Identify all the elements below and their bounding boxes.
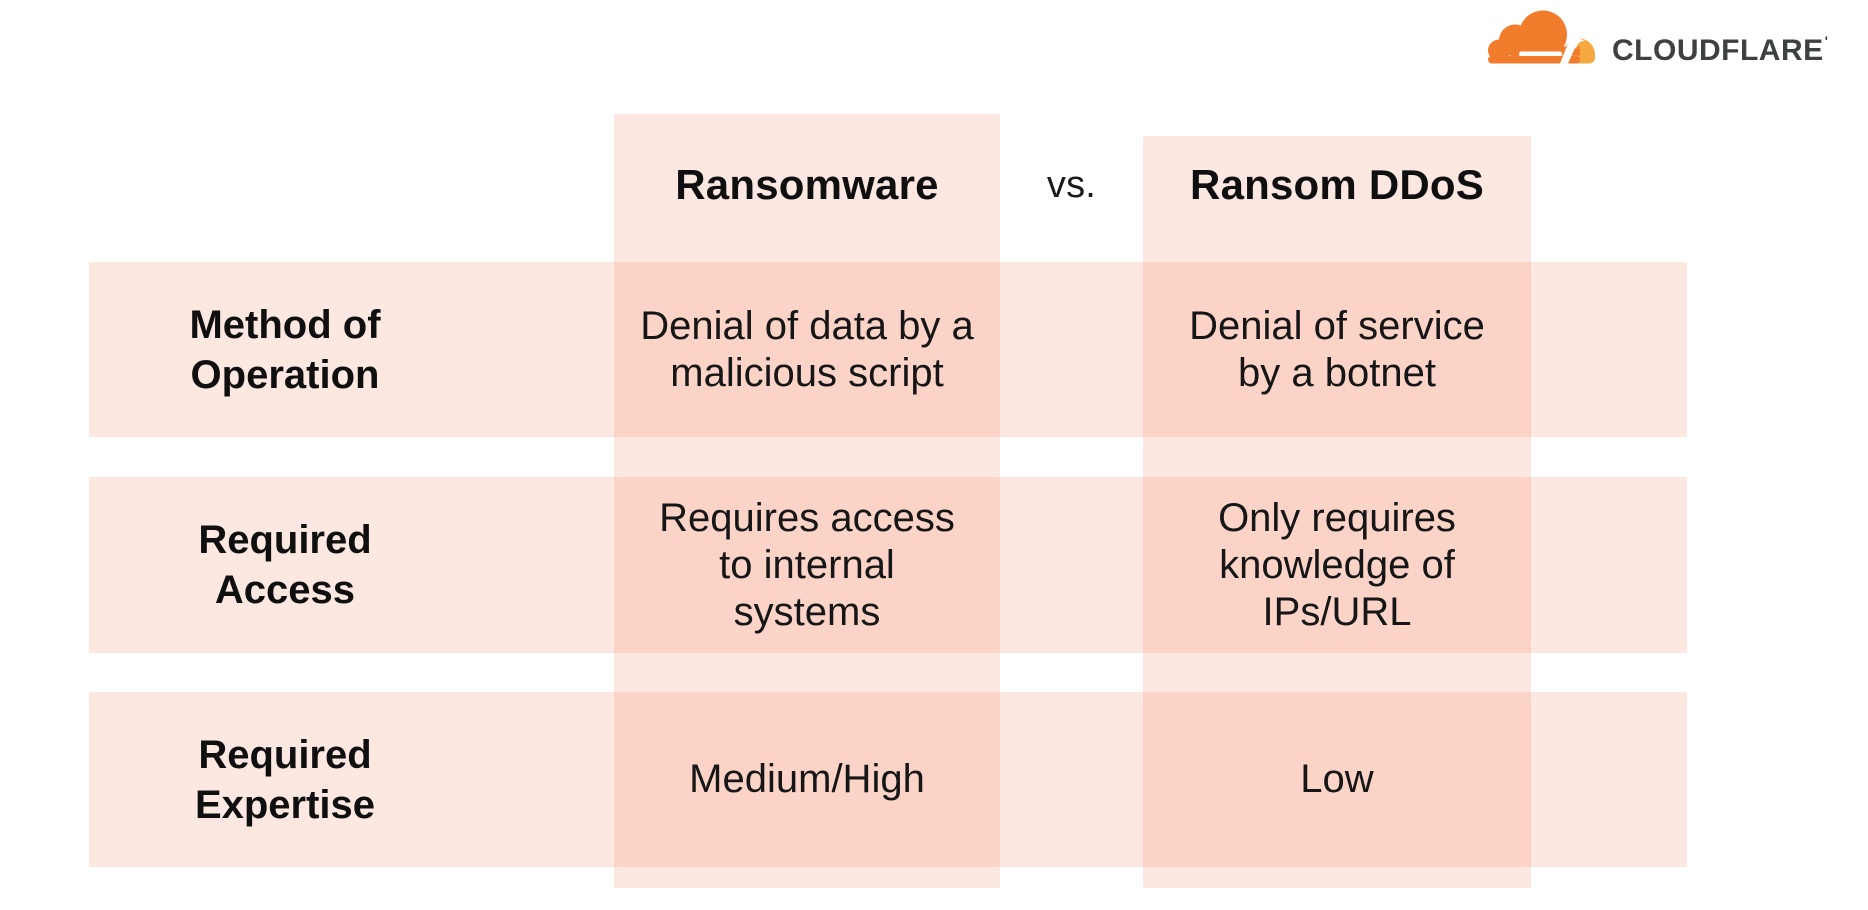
- cloudflare-logo: CLOUDFLARE': [1488, 7, 1829, 67]
- ransom-ddos-column-band: [1143, 136, 1531, 888]
- column-header-ransomware: Ransomware: [675, 161, 939, 208]
- cell-access-ransomware: Requires access to internal systems: [659, 495, 955, 634]
- row-label-required-expertise: Required Expertise: [194, 732, 376, 827]
- row-band-method-of-operation: [89, 262, 1687, 437]
- cell-access-ransom-ddos: Only requires knowledge of IPs/URL: [1218, 495, 1456, 634]
- cloudflare-cloud-icon: [1488, 10, 1595, 64]
- row-band-required-expertise: [89, 692, 1687, 867]
- cloudflare-wordmark-text: CLOUDFLARE: [1612, 34, 1824, 67]
- cloudflare-wordmark: CLOUDFLARE': [1612, 33, 1829, 67]
- versus-label: vs.: [1046, 163, 1097, 206]
- row-label-required-access: Required Access: [198, 518, 372, 612]
- ransomware-column-band: [614, 114, 1000, 888]
- cell-method-ransom-ddos: Denial of service by a botnet: [1189, 303, 1485, 395]
- cell-method-ransomware: Denial of data by a malicious script: [640, 303, 974, 395]
- cell-expertise-ransomware: Medium/High: [689, 757, 925, 801]
- row-label-method-of-operation: Method of Operation: [189, 302, 381, 397]
- column-header-ransom-ddos: Ransom DDoS: [1190, 161, 1484, 208]
- trademark-mark: ': [1824, 33, 1829, 49]
- row-band-required-access: [89, 477, 1687, 653]
- cell-expertise-ransom-ddos: Low: [1300, 757, 1374, 801]
